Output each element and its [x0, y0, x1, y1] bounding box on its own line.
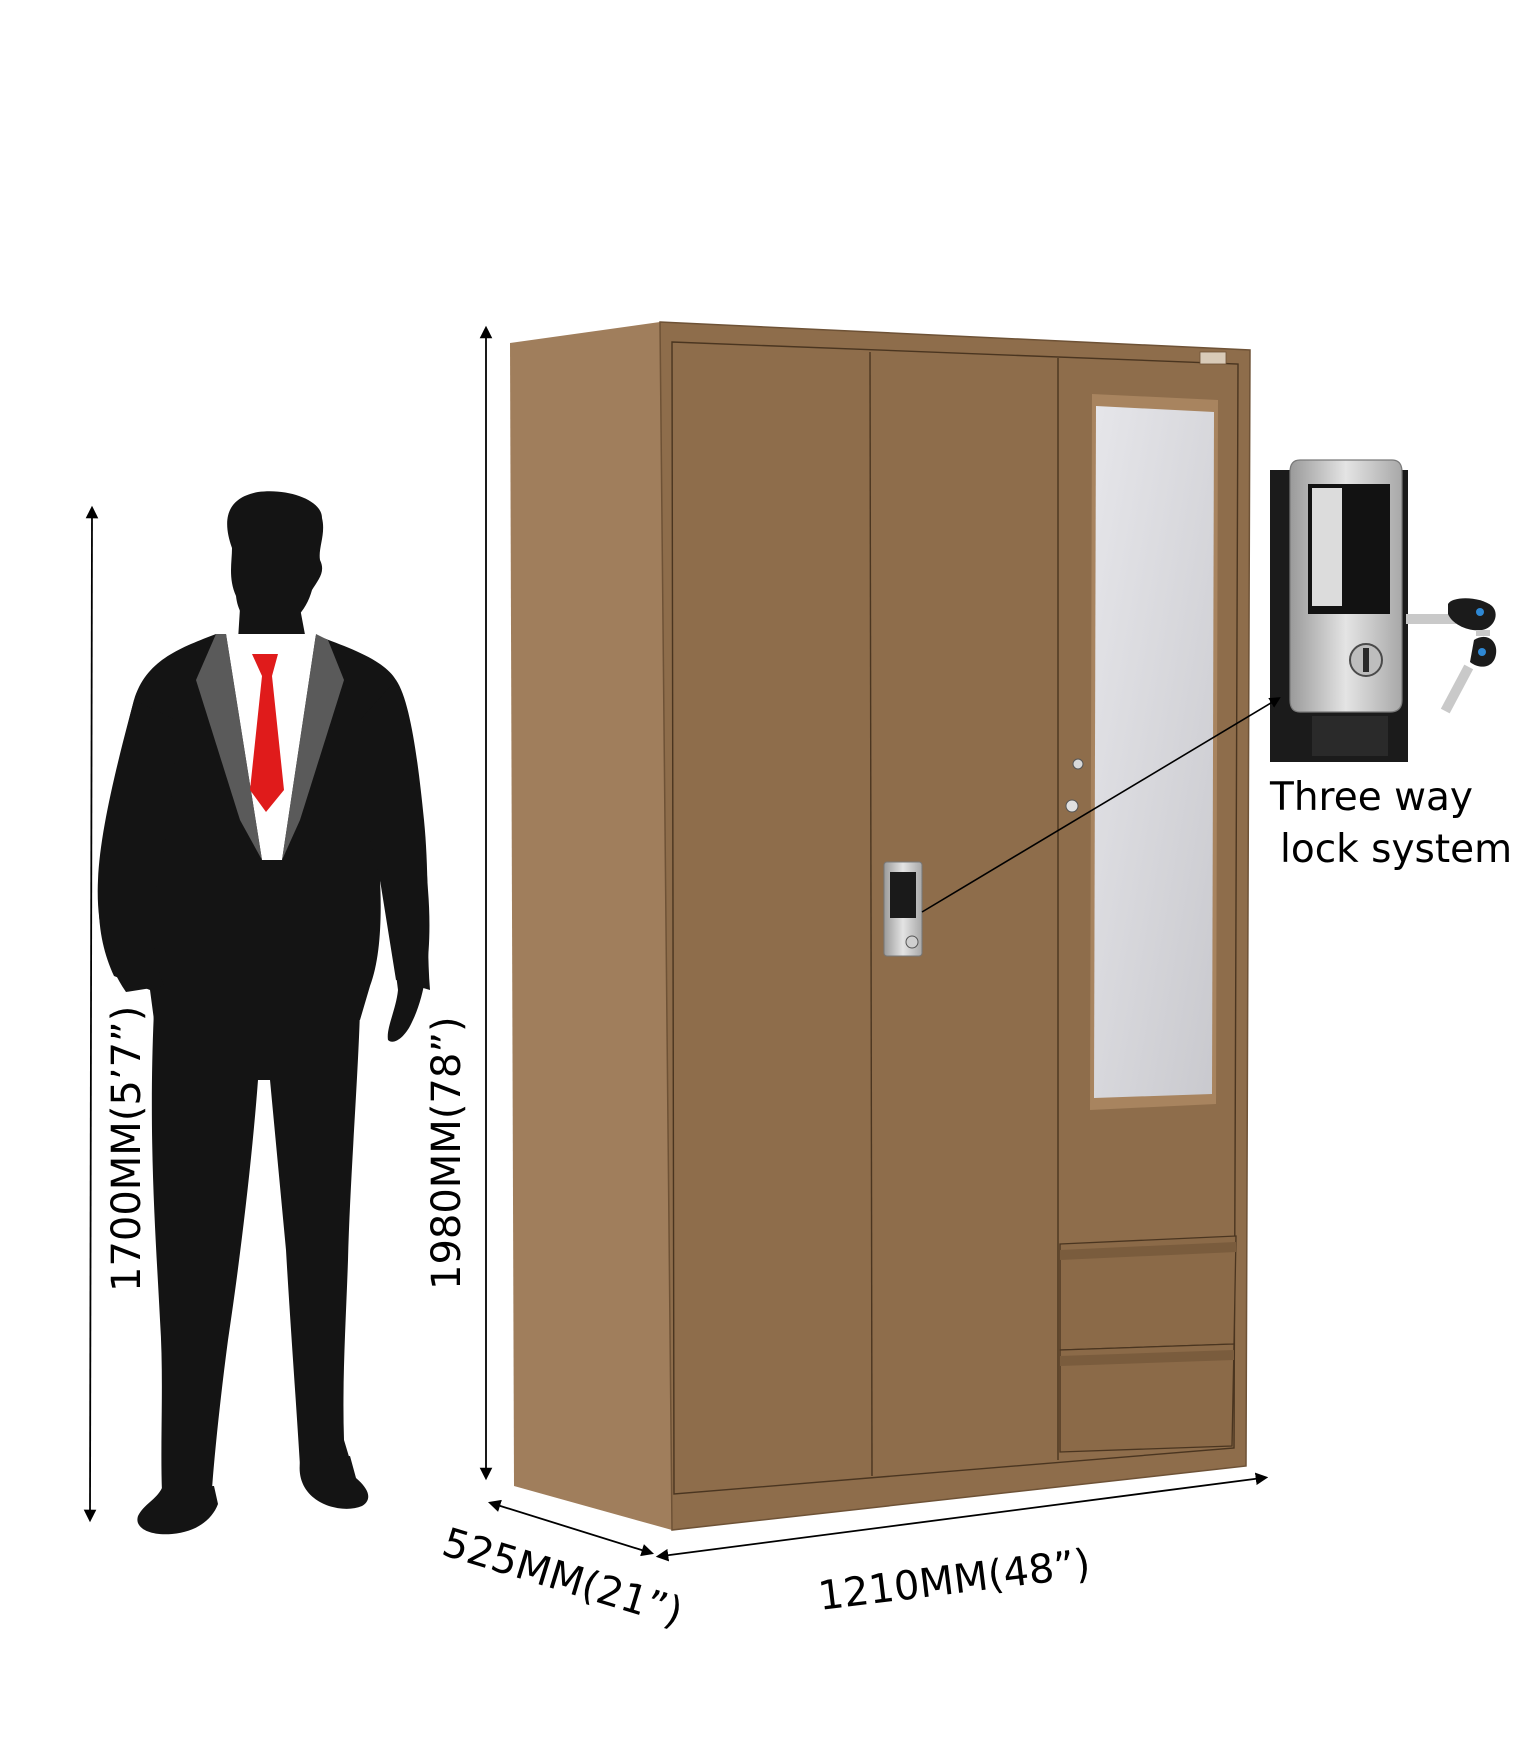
person-height-label: 1700MM(5’7”) [104, 1006, 150, 1292]
mirror [1094, 406, 1214, 1098]
person-tie [250, 654, 284, 812]
person-height-line [83, 505, 99, 1523]
wardrobe-side-panel [510, 322, 672, 1530]
wardrobe-width-line [655, 1472, 1269, 1562]
wardrobe-height-label: 1980MM(78”) [424, 1016, 470, 1290]
person-shoe-left [137, 1486, 218, 1535]
main-door-lock [883, 861, 923, 957]
lock-detail-inset [1270, 459, 1497, 762]
person-shoe-right [299, 1456, 369, 1509]
callout-line-2: lock system [1280, 827, 1512, 872]
wardrobe [510, 321, 1251, 1531]
person-arm-left [97, 700, 176, 992]
wardrobe-width-label: 1210MM(48”) [816, 1541, 1093, 1620]
drawer-upper-handle [1060, 1242, 1236, 1260]
person-arm-right [360, 680, 430, 1042]
person-silhouette [97, 491, 431, 1535]
person-lapel-left [196, 634, 262, 860]
mirror-door-lock-top [1072, 758, 1084, 770]
mirror-door-lock-bottom [1065, 799, 1079, 813]
person-neck [238, 608, 306, 640]
wardrobe-depth-line [487, 1499, 655, 1557]
wardrobe-inner-border [671, 341, 1239, 1495]
keys-icon [1406, 598, 1497, 714]
person-lapel-right [282, 634, 344, 860]
drawer-lower-handle [1060, 1350, 1234, 1366]
brand-plate [1199, 351, 1227, 365]
drawer-lower [1059, 1343, 1235, 1453]
person-head [227, 491, 324, 631]
wardrobe-depth-label: 525MM(21”) [437, 1520, 688, 1637]
callout-line-1: Three way [1269, 775, 1473, 820]
callout-line [921, 697, 1281, 913]
person-legs [151, 1010, 360, 1492]
door-divider-1 [869, 351, 873, 1477]
